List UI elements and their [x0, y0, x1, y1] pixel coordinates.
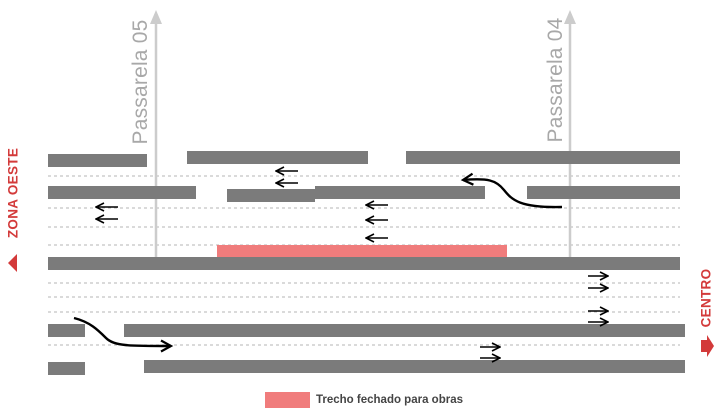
road-bar: [144, 360, 685, 373]
centro-label: CENTRO: [698, 268, 714, 328]
walkway-arrowhead: [564, 10, 576, 24]
legend: Trecho fechado para obras: [265, 391, 463, 408]
road-bar: [48, 257, 680, 270]
passarela-05-label: Passarela 05: [129, 19, 152, 145]
zona-oeste-arrow: [8, 254, 17, 272]
centro-arrow: [701, 335, 714, 357]
road-bars: [48, 151, 685, 375]
walkway-arrowhead: [150, 10, 162, 24]
passarela-04-label: Passarela 04: [544, 17, 567, 143]
road-bar: [187, 151, 368, 164]
detour-arrow-west: [460, 172, 563, 209]
road-bar: [48, 324, 85, 337]
closed-stretch: [217, 245, 507, 257]
westbound-arrows: [96, 171, 388, 238]
eastbound-arrows: [480, 276, 608, 358]
walkway-passarela-05: [150, 10, 162, 258]
road-bar: [406, 151, 680, 164]
walkway-passarela-04: [564, 10, 576, 258]
legend-label: Trecho fechado para obras: [316, 393, 463, 406]
road-bar: [48, 154, 147, 167]
legend-swatch: [265, 391, 310, 408]
road-bar: [124, 324, 685, 337]
road-bar: [315, 186, 485, 199]
road-bar: [227, 189, 315, 202]
road-bar: [527, 186, 680, 199]
road-bar: [48, 362, 85, 375]
zona-oeste-label: ZONA OESTE: [5, 147, 21, 239]
detour-arrow-east: [73, 316, 174, 353]
road-bar: [48, 186, 196, 199]
